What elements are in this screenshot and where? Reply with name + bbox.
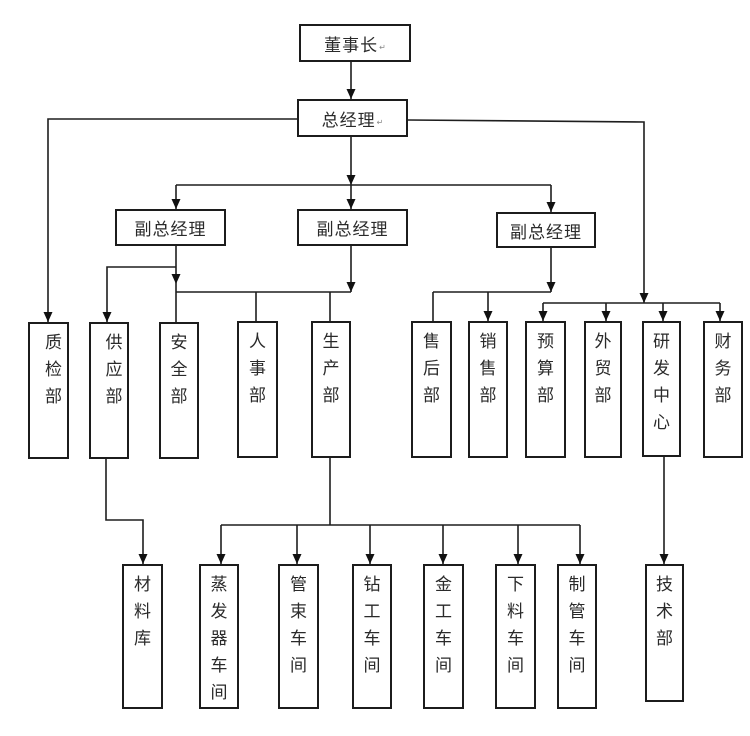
vp-center-label: 副总经理 (316, 220, 389, 240)
safety-dept-label: 安全部 (170, 333, 188, 407)
foreign-trade-dept-box: 外贸部 (584, 321, 622, 458)
arrowhead-icon (346, 175, 356, 185)
vp-left-box: 副总经理 (115, 209, 226, 246)
production-dept-box: 生产部 (311, 321, 351, 458)
connector-gm-to-quality (47, 118, 297, 322)
supply-dept-label: 供应部 (105, 333, 123, 407)
vp-left-label: 副总经理 (134, 220, 207, 240)
arrowhead-icon (216, 554, 226, 564)
drilling-workshop-box: 钻工车间 (352, 564, 392, 709)
arrowhead-icon (138, 554, 148, 564)
quality-dept-box: 质检部 (28, 322, 69, 459)
rd-center-label: 研发中心 (653, 332, 670, 433)
budget-dept-label: 预算部 (537, 332, 554, 406)
finance-dept-label: 财务部 (714, 332, 732, 406)
sales-dept-label: 销售部 (479, 332, 497, 406)
arrowhead-icon (292, 554, 302, 564)
technical-dept-label: 技术部 (656, 575, 673, 649)
general-manager-box: 总经理↵ (297, 99, 408, 137)
connector-to-supply (106, 266, 176, 322)
chairman-box: 董事长↵ (299, 24, 411, 62)
production-dept-label: 生产部 (322, 332, 340, 406)
sales-dept-box: 销售部 (468, 321, 508, 458)
arrowhead-icon (483, 311, 493, 321)
after-sales-dept-label: 售后部 (423, 332, 440, 406)
general-manager-label: 总经理 (321, 110, 376, 131)
paragraph-mark-icon: ↵ (376, 117, 384, 127)
materials-warehouse-label: 材料库 (134, 575, 151, 649)
arrowhead-icon (513, 554, 523, 564)
safety-dept-box: 安全部 (159, 322, 199, 459)
tube-making-workshop-box: 制管车间 (557, 564, 597, 709)
supply-dept-box: 供应部 (89, 322, 129, 459)
metalworking-workshop-label: 金工车间 (435, 575, 452, 676)
arrowhead-icon (346, 199, 356, 209)
metalworking-workshop-box: 金工车间 (423, 564, 464, 709)
budget-dept-box: 预算部 (525, 321, 566, 458)
arrowhead-icon (538, 311, 548, 321)
vp-right-label: 副总经理 (510, 222, 582, 243)
arrowhead-icon (659, 554, 669, 564)
paragraph-mark-icon: ↵ (379, 42, 386, 52)
arrowhead-icon (43, 312, 53, 322)
arrowhead-icon (658, 311, 668, 321)
connector-gm-right (407, 119, 645, 303)
materials-warehouse-box: 材料库 (122, 564, 163, 709)
connector-supply-to-materials (105, 459, 144, 564)
arrowhead-icon (575, 554, 585, 564)
vp-right-box: 副总经理 (496, 212, 596, 248)
arrowhead-icon (365, 554, 375, 564)
arrowhead-icon (601, 311, 611, 321)
arrowhead-icon (546, 282, 556, 292)
vp-center-box: 副总经理 (297, 209, 408, 246)
chairman-label: 董事长 (324, 35, 379, 56)
evaporator-workshop-label: 蒸发器车间 (210, 575, 228, 703)
rd-center-box: 研发中心 (642, 321, 681, 457)
arrowhead-icon (171, 274, 181, 284)
tube-making-workshop-label: 制管车间 (568, 575, 586, 676)
arrowhead-icon (438, 554, 448, 564)
finance-dept-box: 财务部 (703, 321, 743, 458)
arrowhead-icon (346, 89, 356, 99)
foreign-trade-dept-label: 外贸部 (594, 332, 612, 406)
blanking-workshop-label: 下料车间 (507, 575, 524, 676)
arrowhead-icon (546, 202, 556, 212)
tube-bundle-workshop-box: 管束车间 (278, 564, 319, 709)
arrowhead-icon (715, 311, 725, 321)
drilling-workshop-label: 钻工车间 (363, 575, 381, 676)
after-sales-dept-box: 售后部 (411, 321, 452, 458)
tube-bundle-workshop-label: 管束车间 (290, 575, 307, 676)
evaporator-workshop-box: 蒸发器车间 (199, 564, 239, 709)
arrowhead-icon (171, 199, 181, 209)
hr-dept-label: 人事部 (249, 332, 266, 406)
blanking-workshop-box: 下料车间 (495, 564, 536, 709)
quality-dept-label: 质检部 (45, 333, 62, 407)
arrowhead-icon (639, 293, 649, 303)
arrowhead-icon (102, 312, 112, 322)
technical-dept-box: 技术部 (645, 564, 684, 702)
arrowhead-icon (346, 282, 356, 292)
hr-dept-box: 人事部 (237, 321, 278, 458)
